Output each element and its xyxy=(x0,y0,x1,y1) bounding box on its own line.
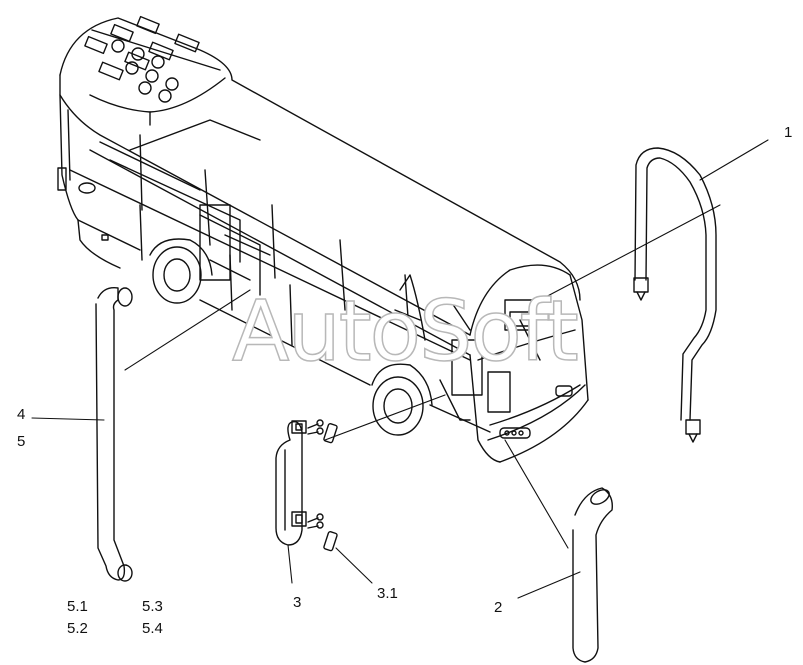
leader-2-bus xyxy=(504,439,569,549)
bent-tube-part-1 xyxy=(633,147,717,443)
callout-3-1: 3.1 xyxy=(377,585,398,602)
leader-lines xyxy=(31,139,769,599)
callout-2: 2 xyxy=(494,599,503,616)
leader-4-bus xyxy=(124,289,251,371)
straight-hose-part-4 xyxy=(95,287,133,582)
callout-5: 5 xyxy=(17,433,26,450)
callout-4: 4 xyxy=(17,406,26,423)
leader-4 xyxy=(31,417,105,421)
grab-handle-part-3 xyxy=(275,419,324,546)
leader-1 xyxy=(699,139,769,181)
cover-cap-part-3-1 xyxy=(323,423,338,552)
leader-3 xyxy=(287,544,293,584)
leader-1-bus xyxy=(539,204,721,301)
callout-5-2: 5.2 xyxy=(67,620,88,637)
callout-3: 3 xyxy=(293,594,302,611)
leader-3-1 xyxy=(335,547,373,584)
curved-hose-part-2 xyxy=(572,487,613,663)
leader-3-bus xyxy=(324,394,446,441)
callout-5-3: 5.3 xyxy=(142,598,163,615)
callout-5-1: 5.1 xyxy=(67,598,88,615)
bus-line-drawing xyxy=(57,15,589,463)
leader-2 xyxy=(517,571,581,599)
callout-1: 1 xyxy=(784,124,793,141)
callout-5-4: 5.4 xyxy=(142,620,163,637)
